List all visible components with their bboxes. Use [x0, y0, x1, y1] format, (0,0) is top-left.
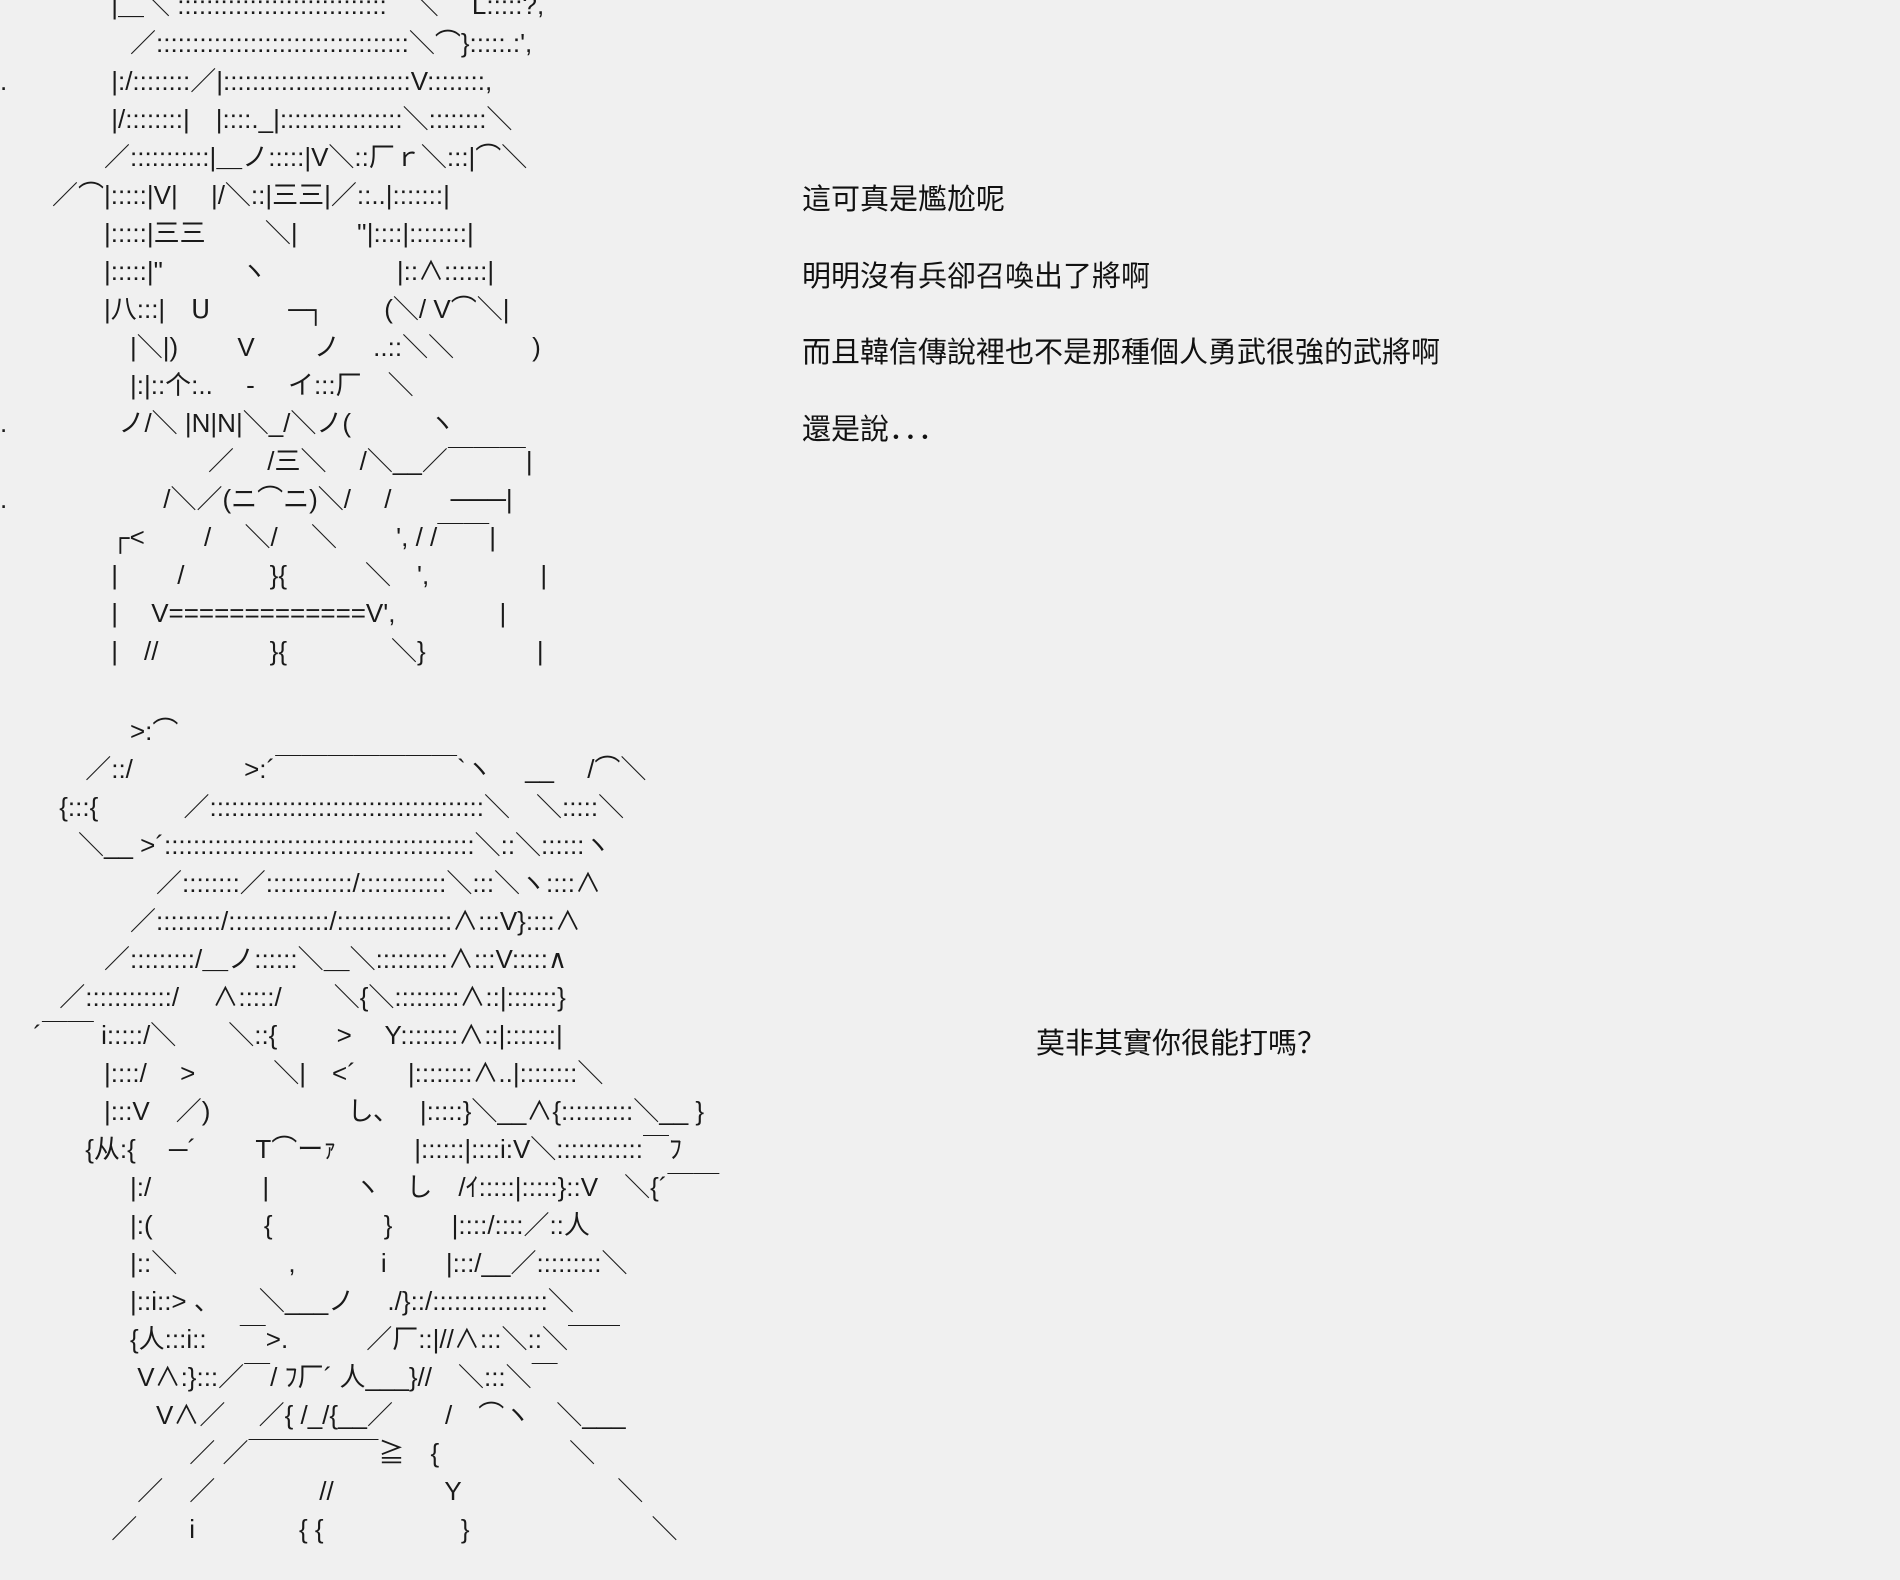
art-line: |:::V ／) し､ |:::::}＼__∧{::::::::::＼__ } — [0, 1096, 705, 1126]
art-line: ＼__ >´::::::::::::::::::::::::::::::::::… — [0, 830, 611, 860]
dialogue-line: 還是說．．． — [802, 411, 948, 446]
art-line: ／::/ >:´￣￣￣￣￣￣￣`ヽ __ /⌒＼ — [0, 754, 647, 784]
art-line: ／ i { { } ＼ — [0, 1514, 678, 1544]
art-line: V∧:}:::／￣/ ﾌ厂´ 人___}// ＼:::＼￣ — [0, 1362, 558, 1392]
art-line: ／ ／ // Y ＼ — [0, 1476, 644, 1506]
dialogue-line: 這可真是尷尬呢 — [802, 182, 1006, 216]
art-line: |:/ | ヽ し /ｲ:::::|:::::}::V ＼{´￣￣ — [0, 1172, 720, 1202]
art-line: ┌< / ＼/ ＼ ', / /￣￣| — [0, 522, 497, 552]
art-line: . ノ/＼ |N|N|＼_/＼ノ( ヽ — [0, 408, 456, 438]
art-line: ／:::::::::::::::::::::::::::::::::::＼⌒}:… — [0, 28, 533, 58]
dialogue-block-top: 這可真是尷尬呢 明明沒有兵卻召喚出了將啊 而且韓信傳說裡也不是那種個人勇武很強的… — [802, 180, 1440, 486]
art-line: ／ ／￣￣￣￣￣≧ { ＼ — [0, 1438, 596, 1468]
art-line: |:|::个:.. - イ:::厂 ＼ — [0, 370, 414, 400]
art-line: | // }{ ＼} | — [0, 636, 544, 666]
art-line: >:⌒ — [0, 716, 179, 746]
art-line: ／⌒|:::::|V| |/＼::|三三|／::..|:::::::| — [0, 180, 450, 210]
art-line: {从:{ ─´ T⌒ーｧ |::::::|::::i:V＼:::::::::::… — [0, 1134, 682, 1164]
dialogue-line: 明明沒有兵卻召喚出了將啊 — [802, 258, 1151, 293]
art-line: . |:/::::::::／|:::::::::::::::::::::::::… — [0, 66, 493, 96]
art-line: ／:::::::::/::::::::::::::/::::::::::::::… — [0, 906, 581, 936]
dialogue-line: 而且韓信傳說裡也不是那種個人勇武很強的武將啊 — [802, 335, 1441, 369]
art-line: |/::::::::| |::::._|:::::::::::::::::＼::… — [0, 104, 513, 134]
art-line: |:::::|三三 ＼| ''|::::|::::::::| — [0, 218, 474, 248]
art-line: | V=============V', | — [0, 598, 507, 628]
art-line: |:::::|" ヽ |::∧::::::| — [0, 256, 495, 286]
art-line: ／ /三＼ /＼__／￣￣￣| — [0, 446, 533, 476]
art-line: {:::{ ／:::::::::::::::::::::::::::::::::… — [0, 792, 625, 822]
art-line: V∧／ ／{ /_/{__／ / ⌒ヽ ＼___ — [0, 1400, 626, 1430]
art-line: |::i::> 、 ＼___ノ ./}::/::::::::::::::::＼ — [0, 1286, 574, 1316]
art-line: ／::::::::::::/ ∧:::::/ ＼{＼:::::::::∧::|:… — [0, 982, 566, 1012]
art-line: | / }{ ＼ ', | — [0, 560, 548, 590]
art-line: |八:::| ᑌ ─┐ (＼/ V⌒＼| — [0, 294, 510, 324]
art-line: |＿＼ ::::::::::::::::::::::::::::: ＼ L:::… — [0, 0, 545, 20]
art-line: . /＼／(ニ⌒ニ)＼/ / ───| — [0, 484, 513, 514]
art-line: ／:::::::::::|＿ノ:::::|V＼::厂ｒ＼:::|⌒＼ — [0, 142, 528, 172]
art-line: |::＼ , i |:::/__／:::::::::＼ — [0, 1248, 628, 1278]
art-line: {人:::i:: ￣>. ／厂::|//∧:::＼::＼￣￣ — [0, 1324, 620, 1354]
art-line: ／:::::::::/＿ノ::::::＼＿＼::::::::::∧:::V:::… — [0, 944, 568, 974]
art-line: |:( { } |::::/::::／::人 — [0, 1210, 590, 1240]
art-line: ´￣￣ i:::::/＼ ＼::{ > Y::::::::∧::|:::::::… — [0, 1020, 563, 1050]
dialogue-block-bottom: 莫非其實你很能打嗎？ — [1036, 1024, 1326, 1062]
ascii-art-character-top: |＿＼ ::::::::::::::::::::::::::::: ＼ L:::… — [0, 0, 547, 670]
dialogue-line: 莫非其實你很能打嗎？ — [1036, 1026, 1327, 1060]
art-line: |＼|) V ノ ..::＼＼ ) — [0, 332, 541, 362]
art-line: |::::/ > ＼| <´ |::::::::∧..|::::::::＼ — [0, 1058, 604, 1088]
ascii-art-character-bottom: >:⌒ ／::/ >:´￣￣￣￣￣￣￣`ヽ __ /⌒＼ {:::{ ／::::… — [0, 712, 719, 1548]
art-line: ／::::::::／::::::::::::/::::::::::::＼:::＼… — [0, 868, 601, 898]
